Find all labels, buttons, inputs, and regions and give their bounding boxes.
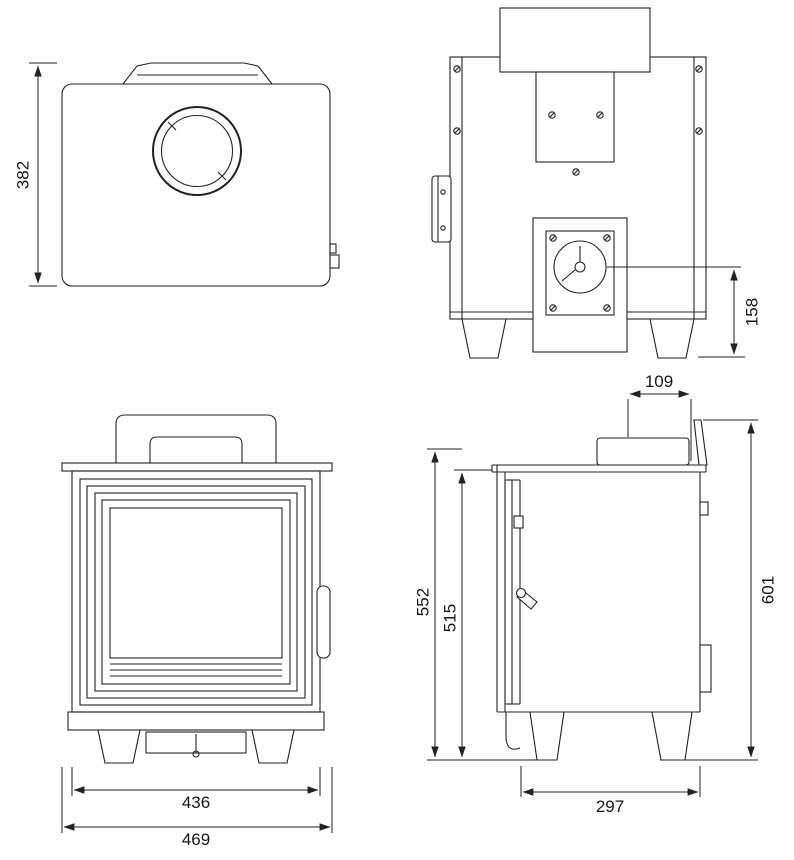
rear-side-bracket xyxy=(431,175,452,243)
side-latch-detail xyxy=(329,243,340,269)
dimension-height-515 xyxy=(454,469,492,758)
dim-label-109: 109 xyxy=(645,372,673,391)
door-handle xyxy=(316,585,331,659)
dimension-body-width-436 xyxy=(71,767,321,796)
dim-label-436: 436 xyxy=(182,793,210,812)
rear-heat-shield xyxy=(499,7,651,163)
front-view xyxy=(61,414,333,833)
side-body xyxy=(496,465,701,713)
dim-label-552: 552 xyxy=(414,588,433,616)
rear-outlet-plate xyxy=(532,217,628,353)
dimension-flue-offset-109 xyxy=(627,390,692,461)
dim-label-382: 382 xyxy=(14,161,33,189)
flue-bracket-top xyxy=(122,62,273,85)
dimension-depth-297 xyxy=(520,766,701,797)
rear-view xyxy=(431,7,745,359)
rear-legs xyxy=(461,318,695,359)
dim-label-601: 601 xyxy=(759,576,778,604)
dimension-overall-width-469 xyxy=(61,767,333,833)
stove-top-plate xyxy=(61,83,331,287)
dim-label-158: 158 xyxy=(743,298,762,326)
door-frame xyxy=(79,478,313,706)
side-door-latch xyxy=(513,515,538,610)
dim-label-515: 515 xyxy=(441,604,460,632)
rear-boss xyxy=(699,644,712,693)
side-front-curl xyxy=(505,712,521,750)
front-flue-bracket xyxy=(115,414,277,463)
door-glass xyxy=(109,507,283,659)
dimension-height-552 xyxy=(427,448,545,761)
dimension-depth-382 xyxy=(29,62,57,287)
side-view xyxy=(427,390,758,797)
side-legs xyxy=(529,711,693,761)
dim-label-297: 297 xyxy=(596,797,624,816)
rear-tab xyxy=(699,501,709,516)
rear-top-flange xyxy=(693,419,708,466)
dim-label-469: 469 xyxy=(182,830,210,849)
top-view xyxy=(29,62,340,287)
flue-collar xyxy=(152,106,242,196)
front-top-plate xyxy=(61,462,333,472)
side-flue-collar xyxy=(596,437,690,466)
dimension-overall-height-601 xyxy=(660,419,758,761)
front-legs xyxy=(97,729,295,764)
side-top-plate xyxy=(491,464,707,473)
front-plinth xyxy=(67,711,325,731)
ashpan-detail xyxy=(145,731,247,758)
dimension-outlet-height-158 xyxy=(698,269,745,358)
